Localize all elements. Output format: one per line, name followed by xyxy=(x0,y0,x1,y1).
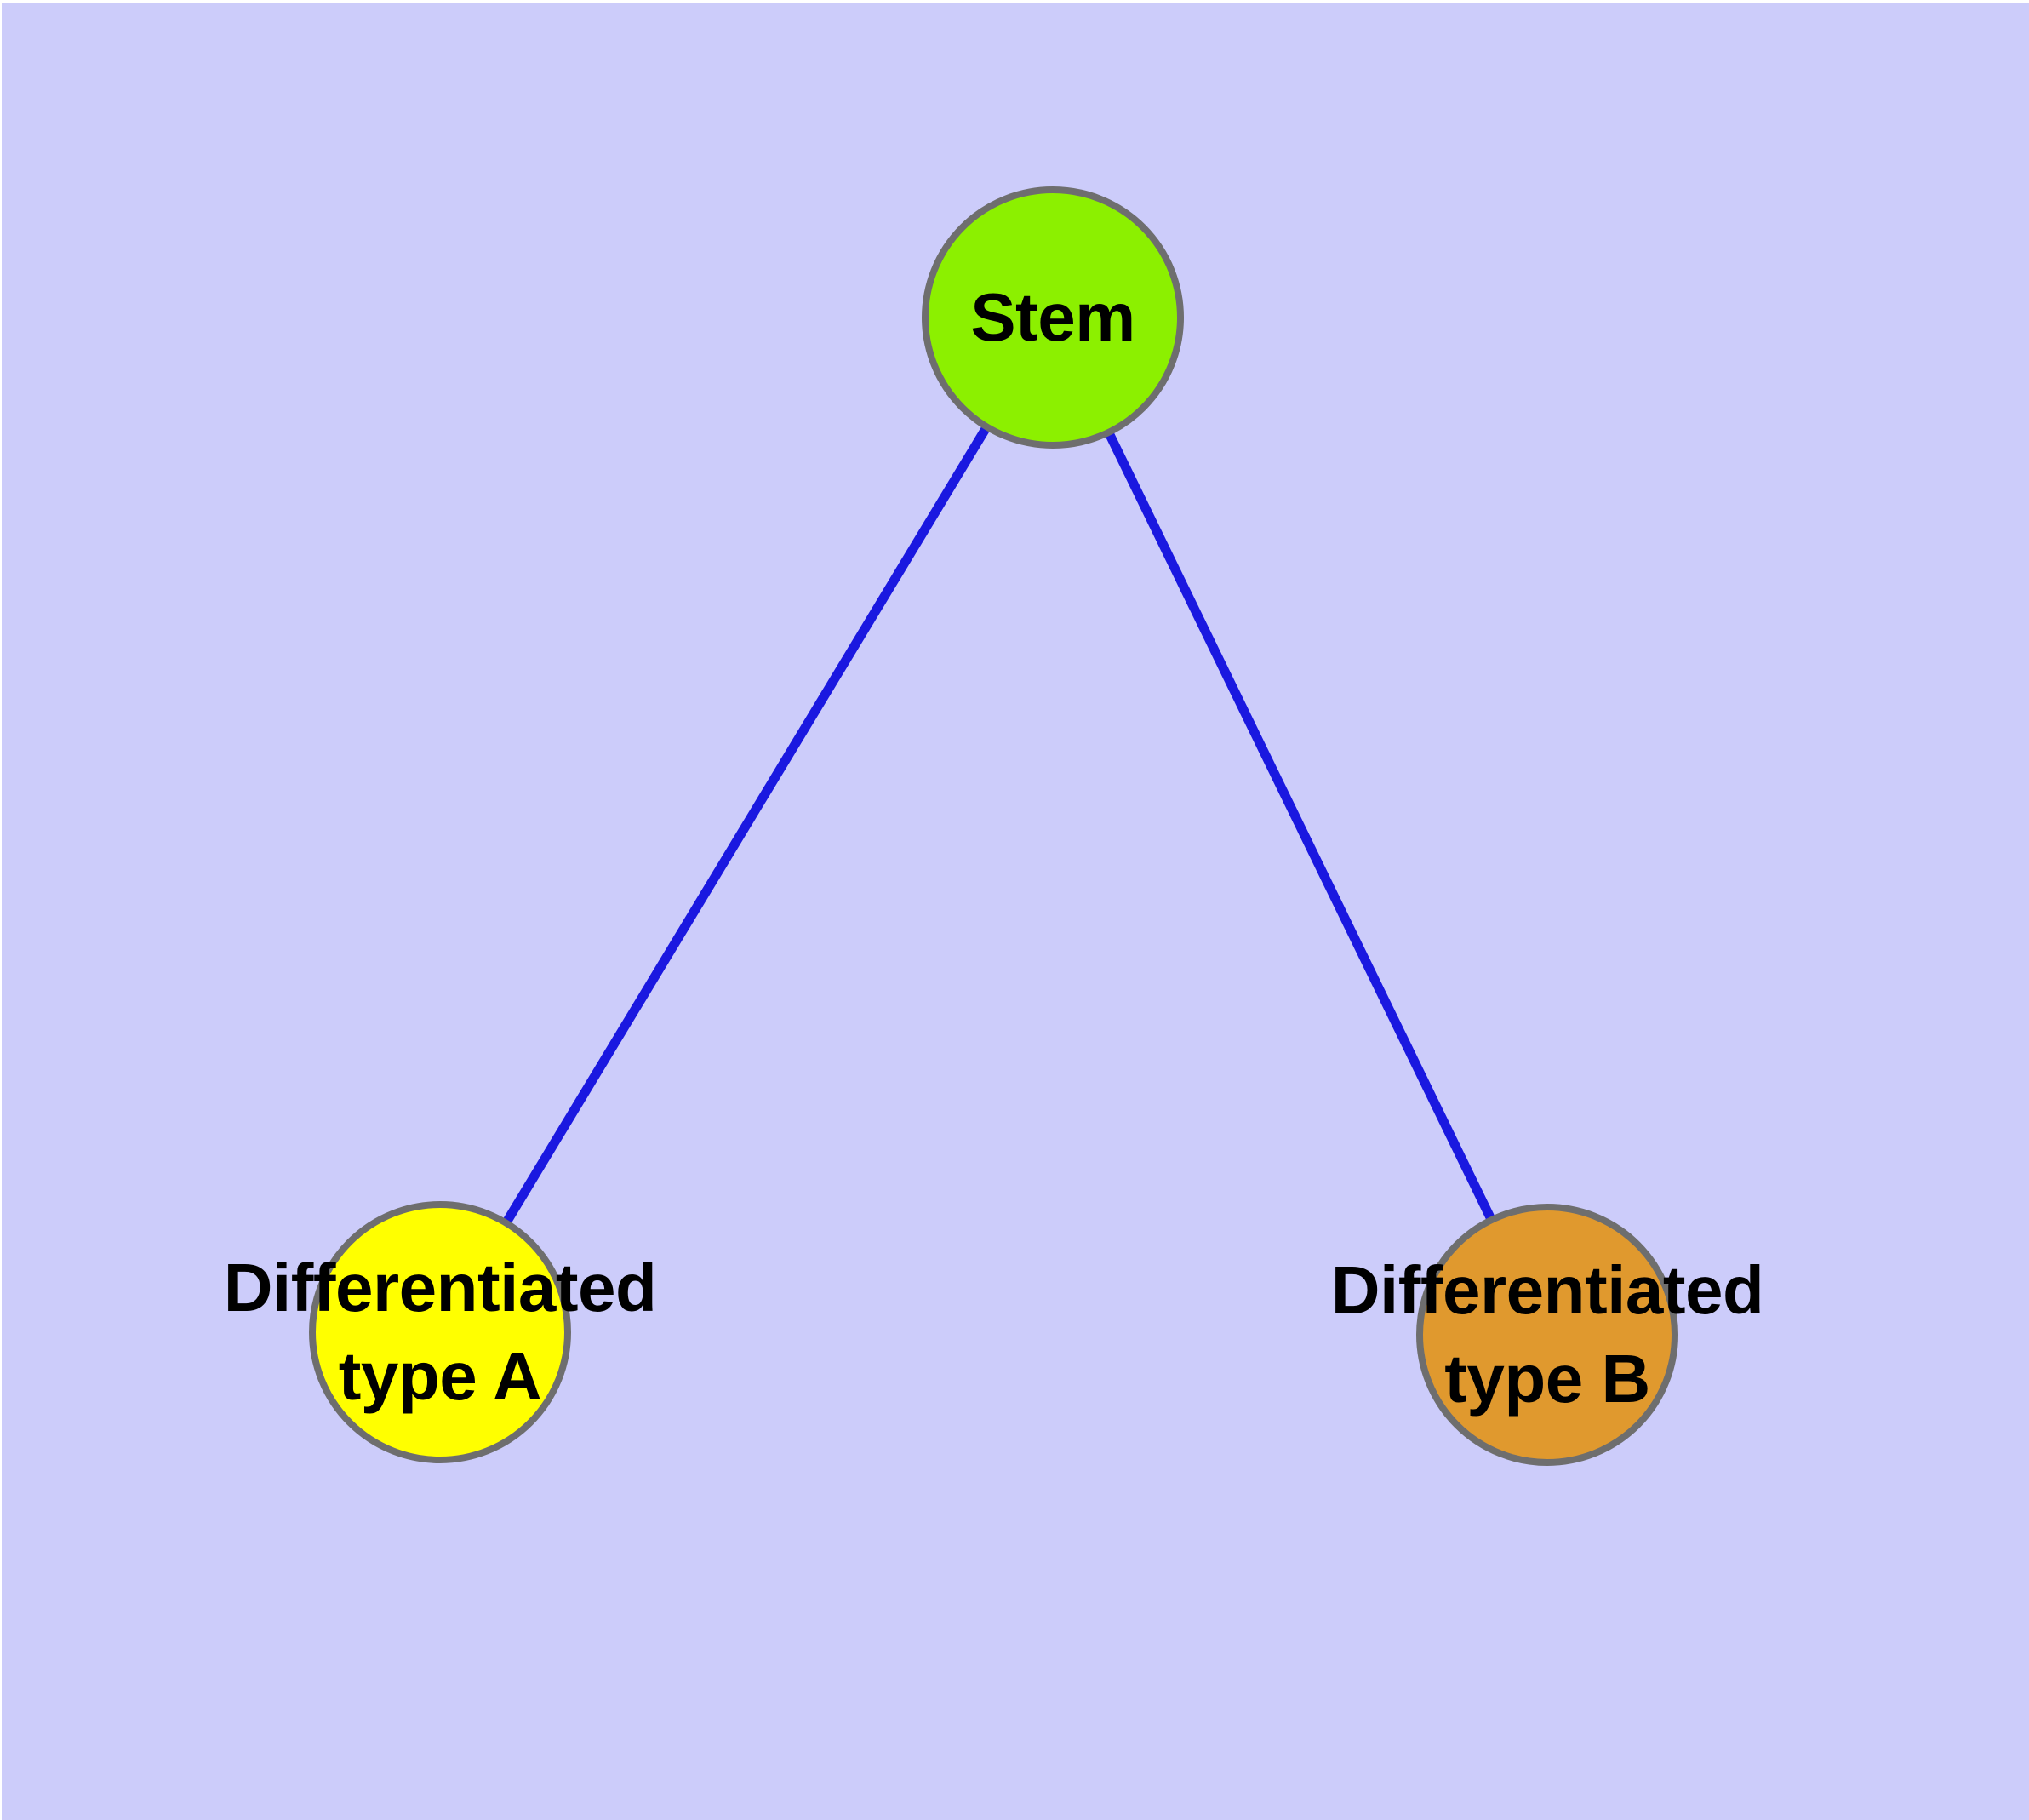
node-diff-a[interactable] xyxy=(309,1201,571,1463)
edge-stem-to-diff-b xyxy=(1102,426,1498,1227)
node-stem[interactable] xyxy=(922,186,1184,449)
node-layer xyxy=(309,186,1678,1466)
edge-stem-to-diff-a xyxy=(499,420,994,1230)
edge-layer xyxy=(499,420,1498,1230)
node-diff-b[interactable] xyxy=(1416,1204,1678,1466)
